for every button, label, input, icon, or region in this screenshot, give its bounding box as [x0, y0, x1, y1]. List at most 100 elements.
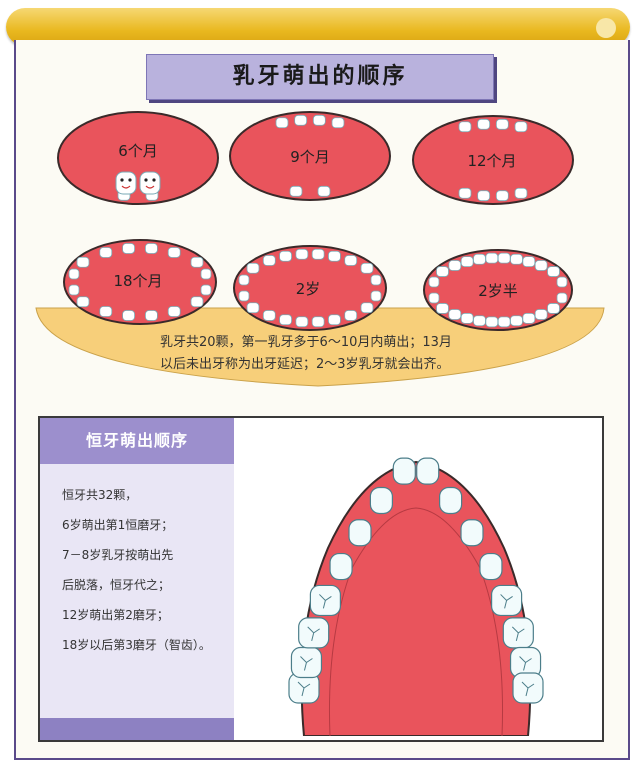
tooth-icon [458, 187, 472, 199]
tooth-icon [460, 312, 474, 324]
molar-groove-icon [307, 626, 320, 642]
mouth-outline [423, 249, 573, 331]
stage-label-2-years: 2岁 [295, 280, 321, 298]
top-banner-bar [6, 8, 630, 46]
tooth-icon [68, 268, 80, 280]
permanent-tooth-icon [439, 486, 463, 515]
tooth-icon [473, 315, 486, 327]
palate-inner-line [328, 507, 504, 736]
mouth-outline [412, 115, 574, 205]
stage-label-9-months: 9个月 [290, 148, 330, 166]
tooth-icon [370, 274, 382, 286]
tooth-icon [370, 290, 382, 302]
tooth-eye-icon [152, 178, 156, 182]
tooth-icon [477, 190, 491, 202]
tooth-icon [547, 266, 560, 277]
tooth-icon [294, 114, 308, 126]
tooth-icon [534, 309, 548, 320]
mouth-6 [423, 249, 573, 331]
tooth-icon [246, 262, 260, 274]
tooth-icon [344, 255, 358, 266]
tooth-eye-icon [144, 178, 148, 182]
tooth-icon [275, 117, 289, 129]
tooth-icon [448, 260, 462, 271]
tooth-icon [144, 310, 158, 321]
tooth-icon [448, 309, 462, 320]
tooth-icon [246, 302, 260, 314]
permanent-line: 7－8岁乳牙按萌出先 [62, 548, 174, 562]
permanent-tooth-icon [479, 552, 503, 581]
tooth-icon [328, 314, 341, 326]
tooth-icon [485, 316, 499, 328]
tooth-eye-icon [128, 178, 132, 182]
tooth-icon [200, 284, 212, 296]
tooth-icon [190, 296, 204, 308]
mouth-3 [412, 115, 574, 205]
stage-label-12-months: 12个月 [467, 152, 517, 170]
tooth-smile-icon [121, 185, 131, 189]
mouth-2 [229, 111, 391, 201]
permanent-tooth-icon [329, 552, 353, 581]
tooth-icon [99, 247, 113, 258]
tooth-icon [76, 296, 90, 308]
permanent-heading-box: 恒牙萌出顺序 [40, 418, 234, 464]
tooth-icon [477, 118, 491, 130]
tooth-icon [436, 303, 449, 314]
mouth-outline [63, 239, 217, 325]
tooth-icon [458, 121, 472, 133]
tooth-icon [360, 262, 374, 274]
tooth-icon [262, 255, 276, 266]
mouth-4 [63, 239, 217, 325]
tooth-icon [295, 248, 309, 260]
permanent-tooth-icon [348, 519, 372, 547]
tooth-icon [514, 187, 528, 199]
tooth-icon [360, 302, 374, 314]
mouth-outline [57, 111, 219, 205]
tooth-icon [510, 315, 523, 327]
stage-label-18-months: 18个月 [113, 272, 163, 290]
tooth-character-icon [139, 171, 161, 195]
permanent-teeth-panel: 恒牙萌出顺序 恒牙共32颗， 6岁萌出第1恒磨牙； 7－8岁乳牙按萌出先 后脱落… [38, 416, 604, 742]
panel-bottom-strip [40, 718, 234, 740]
tooth-icon [311, 316, 325, 328]
tooth-icon [485, 252, 499, 264]
mouth-1 [57, 111, 219, 205]
molar-groove-icon [300, 656, 313, 671]
banner-knob [596, 18, 616, 38]
note-line-2: 以后未出牙称为出牙延迟；2～3岁乳牙就会出齐。 [160, 357, 450, 372]
tooth-icon [497, 252, 511, 264]
tooth-icon [510, 253, 523, 265]
stage-label-2-5-years: 2岁半 [478, 282, 518, 300]
info-band [35, 307, 605, 387]
molar-groove-icon [511, 626, 525, 642]
molar-groove-icon [500, 594, 513, 609]
tooth-icon [514, 121, 528, 133]
tooth-icon [344, 310, 358, 321]
tooth-icon [279, 250, 292, 262]
tooth-icon [76, 256, 90, 268]
tooth-icon [167, 247, 181, 258]
permanent-tooth-icon [369, 486, 393, 515]
tooth-eye-icon [120, 178, 124, 182]
permanent-heading: 恒牙萌出顺序 [85, 431, 188, 450]
molar-groove-icon [297, 681, 311, 697]
tooth-icon [522, 256, 536, 268]
tooth-icon [295, 316, 309, 328]
molar-groove-icon [519, 656, 532, 671]
permanent-teeth-arch [288, 457, 544, 736]
tooth-icon [534, 260, 548, 271]
mouth-5 [233, 245, 387, 331]
molar-groove-icon [521, 681, 535, 697]
tooth-icon [497, 316, 511, 328]
page-title: 乳牙萌出的顺序 [232, 64, 408, 89]
tooth-icon [428, 292, 440, 304]
tooth-icon [495, 118, 509, 130]
tooth-icon [317, 185, 331, 197]
tooth-icon [289, 185, 303, 197]
mouth-outline [233, 245, 387, 331]
tooth-icon [167, 306, 181, 317]
tooth-icon [99, 306, 113, 317]
tooth-icon [122, 310, 135, 321]
baby-teeth-illustration [35, 111, 605, 387]
tooth-icon [311, 248, 325, 260]
